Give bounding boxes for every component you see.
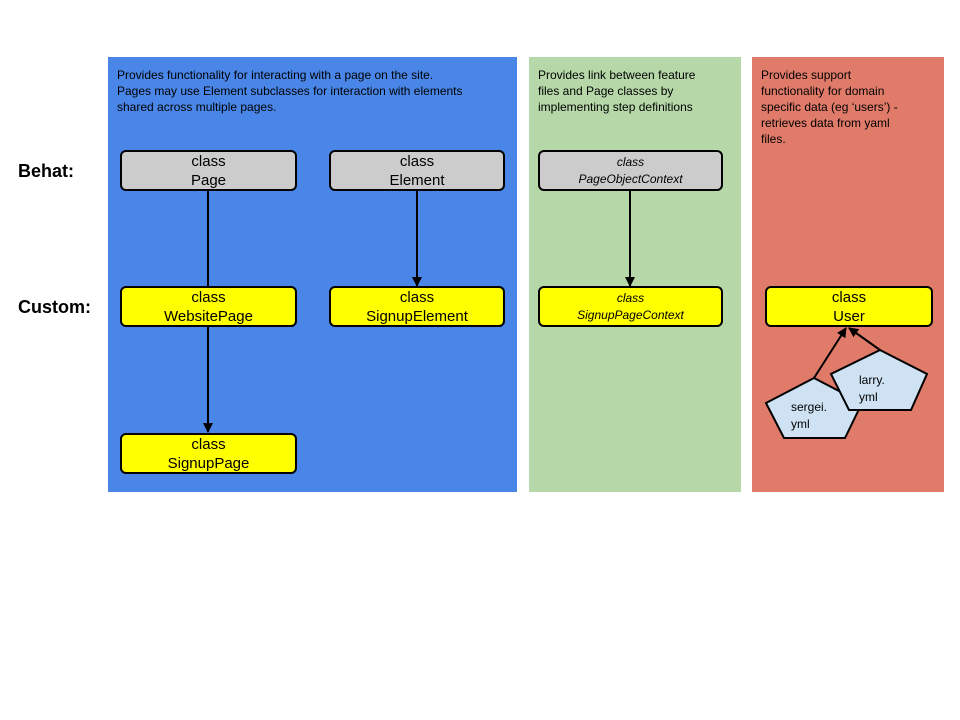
custom-row-label: Custom:: [18, 297, 91, 317]
contexts-panel: [529, 57, 741, 492]
larry-yml-label: larry. yml: [859, 373, 885, 404]
larry-yml-pentagon: [829, 348, 929, 411]
sergei-yml-label: sergei. yml: [791, 400, 828, 431]
data-panel-description: Provides support functionality for domai…: [761, 68, 898, 146]
pages-panel: [108, 57, 517, 492]
pages-panel-description: Provides functionality for interacting w…: [117, 68, 463, 114]
behat-row-label: Behat:: [18, 161, 75, 181]
edge-sergei-to-user: [813, 327, 847, 379]
edge-larry-to-user: [848, 327, 881, 351]
contexts-panel-description: Provides link between feature files and …: [538, 68, 696, 114]
